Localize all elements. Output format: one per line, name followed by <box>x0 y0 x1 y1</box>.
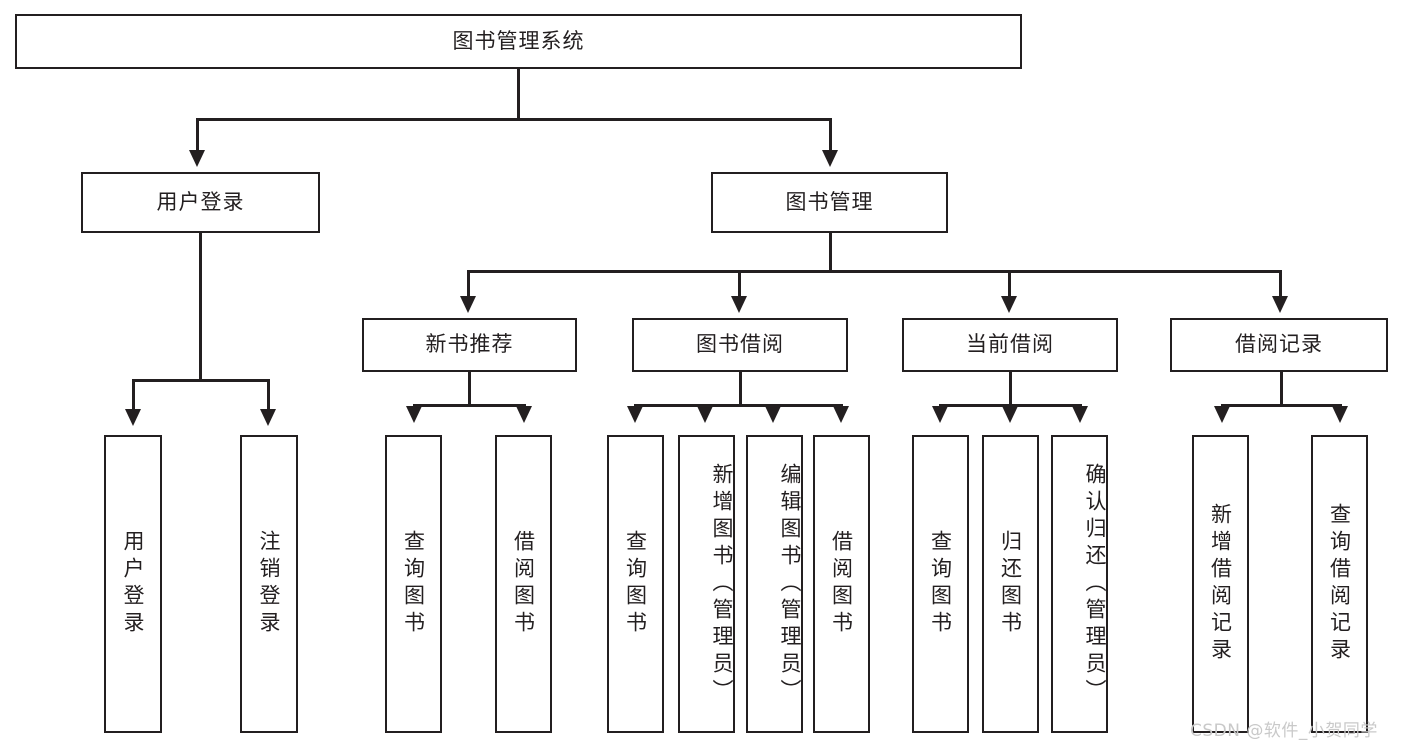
csdn-watermark: CSDN @软件_小贺同学 <box>1190 721 1378 741</box>
leaf-add-book-admin[interactable]: 新增图书（管理员） <box>678 435 735 733</box>
connector-borrow-record-stem <box>1280 372 1283 406</box>
connector-book-management-stem <box>829 233 832 272</box>
arrowhead-borrow-record <box>1272 296 1288 313</box>
arrowhead-leaf-borrow-book-1 <box>516 406 532 423</box>
leaf-label: 确认归还（管理员） <box>1083 462 1107 706</box>
leaf-query-book-recommend[interactable]: 查询图书 <box>385 435 442 733</box>
connector-user-login-leaf-2 <box>267 379 270 411</box>
leaf-label: 查询图书 <box>928 530 953 638</box>
node-label: 图书借阅 <box>696 332 784 357</box>
connector-new-book-bus <box>413 404 525 407</box>
leaf-user-login[interactable]: 用户登录 <box>104 435 162 733</box>
connector-current-borrow-stem <box>1009 372 1012 406</box>
connector-root-bus <box>196 118 832 121</box>
connector-to-book-borrow <box>738 270 741 298</box>
connector-root-stem <box>517 69 520 119</box>
leaf-query-book-borrow[interactable]: 查询图书 <box>607 435 664 733</box>
arrowhead-leaf-add-record <box>1214 406 1230 423</box>
leaf-query-borrow-record[interactable]: 查询借阅记录 <box>1311 435 1368 733</box>
connector-borrow-record-bus <box>1221 404 1341 407</box>
leaf-label: 归还图书 <box>998 530 1023 638</box>
leaf-label: 借阅图书 <box>829 530 854 638</box>
leaf-edit-book-admin[interactable]: 编辑图书（管理员） <box>746 435 803 733</box>
arrowhead-leaf-query-book-2 <box>627 406 643 423</box>
node-book-management-system[interactable]: 图书管理系统 <box>15 14 1022 69</box>
connector-root-to-user-login <box>196 118 199 152</box>
node-new-book-recommend[interactable]: 新书推荐 <box>362 318 577 372</box>
leaf-label: 新增借阅记录 <box>1208 503 1233 665</box>
leaf-label: 注销登录 <box>257 530 282 638</box>
leaf-logout[interactable]: 注销登录 <box>240 435 298 733</box>
node-current-borrow[interactable]: 当前借阅 <box>902 318 1118 372</box>
connector-book-borrow-bus <box>634 404 842 407</box>
leaf-label: 借阅图书 <box>511 530 536 638</box>
arrowhead-leaf-edit-book <box>765 406 781 423</box>
connector-root-to-book-management <box>829 118 832 152</box>
connector-user-login-bus <box>132 379 269 382</box>
node-user-login[interactable]: 用户登录 <box>81 172 320 233</box>
node-label: 图书管理 <box>785 189 874 214</box>
arrowhead-current-borrow <box>1001 296 1017 313</box>
connector-level3-bus <box>467 270 1281 273</box>
leaf-return-book[interactable]: 归还图书 <box>982 435 1039 733</box>
arrowhead-leaf-query-book-1 <box>406 406 422 423</box>
leaf-borrow-book[interactable]: 借阅图书 <box>813 435 870 733</box>
node-label: 新书推荐 <box>425 332 514 357</box>
arrowhead-leaf-query-book-3 <box>932 406 948 423</box>
node-label: 当前借阅 <box>966 332 1054 357</box>
arrowhead-leaf-borrow-book-2 <box>833 406 849 423</box>
connector-user-login-stem <box>199 233 202 381</box>
arrowhead-leaf-add-book <box>697 406 713 423</box>
leaf-label: 查询图书 <box>401 530 426 638</box>
arrowhead-leaf-user-login <box>125 409 141 426</box>
arrowhead-book-borrow <box>731 296 747 313</box>
arrowhead-leaf-return-book <box>1002 406 1018 423</box>
node-book-management[interactable]: 图书管理 <box>711 172 948 233</box>
arrowhead-user-login <box>189 150 205 167</box>
leaf-add-borrow-record[interactable]: 新增借阅记录 <box>1192 435 1249 733</box>
leaf-label: 用户登录 <box>121 530 146 638</box>
node-label: 图书管理系统 <box>452 28 585 53</box>
arrowhead-book-management <box>822 150 838 167</box>
node-label: 用户登录 <box>156 189 245 214</box>
node-borrow-record[interactable]: 借阅记录 <box>1170 318 1388 372</box>
connector-to-new-book <box>467 270 470 298</box>
leaf-query-book-current[interactable]: 查询图书 <box>912 435 969 733</box>
connector-user-login-leaf-1 <box>132 379 135 411</box>
leaf-label: 查询图书 <box>623 530 648 638</box>
connector-new-book-stem <box>468 372 471 406</box>
arrowhead-leaf-logout <box>260 409 276 426</box>
arrowhead-new-book-recommend <box>460 296 476 313</box>
leaf-label: 查询借阅记录 <box>1327 503 1352 665</box>
connector-book-borrow-stem <box>739 372 742 406</box>
connector-to-borrow-record <box>1279 270 1282 298</box>
connector-to-current-borrow <box>1008 270 1011 298</box>
node-label: 借阅记录 <box>1235 332 1323 357</box>
arrowhead-leaf-confirm-return <box>1072 406 1088 423</box>
node-book-borrow[interactable]: 图书借阅 <box>632 318 848 372</box>
leaf-label: 新增图书（管理员） <box>710 462 734 706</box>
leaf-borrow-book-recommend[interactable]: 借阅图书 <box>495 435 552 733</box>
arrowhead-leaf-query-record <box>1332 406 1348 423</box>
leaf-label: 编辑图书（管理员） <box>778 462 802 706</box>
leaf-confirm-return-admin[interactable]: 确认归还（管理员） <box>1051 435 1108 733</box>
